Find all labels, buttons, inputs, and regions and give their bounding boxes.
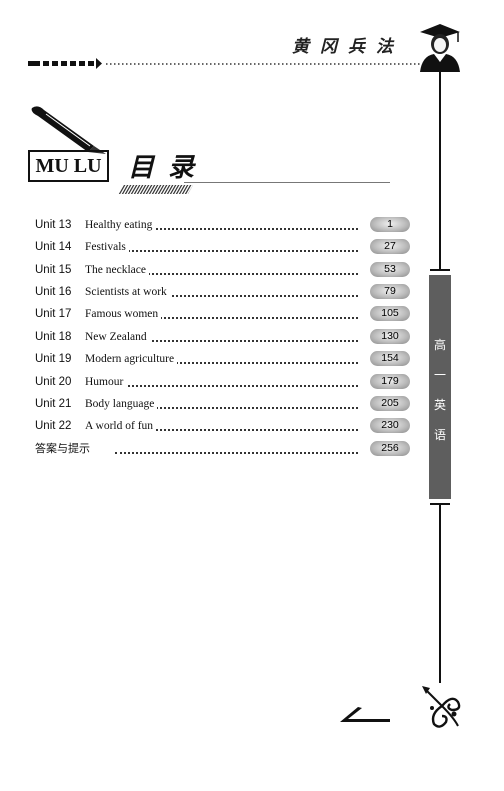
spine-line-top <box>439 66 441 270</box>
toc-page: 105 <box>370 306 410 321</box>
toc-page: 256 <box>370 441 410 456</box>
toc-page: 130 <box>370 329 410 344</box>
flourish-ornament-icon <box>422 686 461 728</box>
toc-page: 79 <box>370 284 410 299</box>
toc-row[interactable]: Unit 21 Body language 205 <box>35 396 410 412</box>
toc-unit: Unit 17 <box>35 308 72 320</box>
toc-page: 53 <box>370 262 410 277</box>
toc-unit: Unit 16 <box>35 286 72 298</box>
heading-hatch-bar <box>118 185 193 194</box>
toc-leader <box>85 385 358 387</box>
heading-underline <box>184 182 390 183</box>
toc-leader <box>85 273 358 275</box>
toc-leader <box>85 340 358 342</box>
toc-row[interactable]: Unit 18 New Zealand 130 <box>35 329 410 345</box>
spine-line-bottom <box>439 505 441 683</box>
toc-title[interactable]: A world of fun <box>85 418 157 434</box>
toc-title[interactable]: Modern agriculture <box>85 351 178 367</box>
toc-unit: Unit 18 <box>35 331 72 343</box>
toc-title[interactable]: New Zealand <box>85 329 150 345</box>
toc-unit: Unit 19 <box>35 353 72 365</box>
header-title: 黄冈兵法 <box>292 37 404 57</box>
side-tab-char: 一 <box>433 368 446 382</box>
fountain-pen-icon <box>31 106 106 154</box>
toc-leader <box>85 317 358 319</box>
toc-leader <box>85 250 358 252</box>
toc-unit: Unit 22 <box>35 420 72 432</box>
mulu-box: MU LU <box>28 150 109 182</box>
toc-page: 27 <box>370 239 410 254</box>
toc-row[interactable]: Unit 20 Humour 179 <box>35 374 410 390</box>
toc-row[interactable]: Unit 16 Scientists at work 79 <box>35 284 410 300</box>
toc-title[interactable]: 答案与提示 <box>35 441 93 457</box>
toc-title[interactable]: Scientists at work <box>85 284 170 300</box>
toc-page: 205 <box>370 396 410 411</box>
toc-page: 1 <box>370 217 410 232</box>
side-tab <box>429 275 451 499</box>
toc-title[interactable]: Famous women <box>85 306 162 322</box>
side-tab-char: 英 <box>433 398 446 412</box>
toc-title[interactable]: The necklace <box>85 262 149 278</box>
toc-title[interactable]: Humour <box>85 374 127 390</box>
corner-arrow-icon <box>340 707 390 722</box>
header-arrow-rule <box>28 58 420 69</box>
side-tab-char: 高 <box>433 338 446 352</box>
toc-unit: Unit 15 <box>35 264 72 276</box>
toc-unit: Unit 21 <box>35 398 72 410</box>
graduate-icon <box>420 24 460 72</box>
toc-page: 230 <box>370 418 410 433</box>
toc-leader <box>85 407 358 409</box>
toc-row[interactable]: Unit 13 Healthy eating 1 <box>35 217 410 233</box>
side-tab-text: 高 一 英 语 <box>429 330 451 450</box>
toc-row[interactable]: Unit 19 Modern agriculture 154 <box>35 351 410 367</box>
toc-title[interactable]: Healthy eating <box>85 217 156 233</box>
toc-leader <box>85 228 358 230</box>
toc-unit: Unit 20 <box>35 376 72 388</box>
toc-row[interactable]: 答案与提示 256 <box>35 441 410 457</box>
toc-unit: Unit 14 <box>35 241 72 253</box>
toc-page: 179 <box>370 374 410 389</box>
toc-row[interactable]: Unit 14 Festivals 27 <box>35 239 410 255</box>
spine-tick-bottom <box>430 503 450 505</box>
toc-title[interactable]: Festivals <box>85 239 129 255</box>
spine-tick-top <box>430 269 450 271</box>
toc-row[interactable]: Unit 22 A world of fun 230 <box>35 418 410 434</box>
mulu-title: 目录 <box>128 153 209 183</box>
toc-title[interactable]: Body language <box>85 396 158 412</box>
toc-unit: Unit 13 <box>35 219 72 231</box>
toc-row[interactable]: Unit 17 Famous women 105 <box>35 306 410 322</box>
toc-leader <box>85 429 358 431</box>
toc-leader <box>115 452 358 454</box>
toc-row[interactable]: Unit 15 The necklace 53 <box>35 262 410 278</box>
toc-leader <box>85 362 358 364</box>
side-tab-char: 语 <box>433 428 446 442</box>
toc-leader <box>85 295 358 297</box>
toc-page: 154 <box>370 351 410 366</box>
